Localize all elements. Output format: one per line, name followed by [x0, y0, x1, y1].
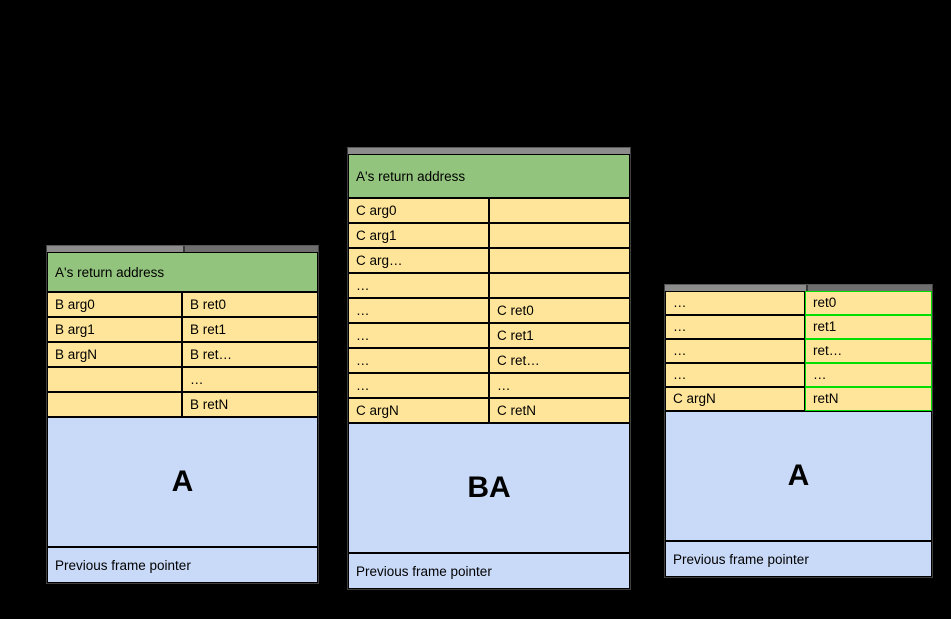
column-1-top-bar — [46, 245, 319, 252]
arg-cell: B arg1 — [47, 317, 182, 342]
column-2-frame: A's return address C arg0 C arg1 C arg… … — [347, 154, 631, 590]
table-row: C arg1 — [348, 223, 630, 248]
arg-cell: … — [665, 339, 805, 363]
ret-cell: B ret0 — [182, 292, 318, 317]
arg-cell: B arg0 — [47, 292, 182, 317]
arg-cell: C argN — [348, 398, 489, 423]
previous-frame-pointer-cell: Previous frame pointer — [665, 541, 932, 577]
arg-cell: C argN — [665, 387, 805, 411]
table-row: … ret… — [665, 339, 932, 363]
frame-body-label: A — [47, 417, 318, 547]
ret-cell — [489, 198, 630, 223]
ret-cell: B ret… — [182, 342, 318, 367]
ret-cell: retN — [804, 387, 932, 411]
ret-cell: … — [182, 367, 318, 392]
table-row: B argN B ret… — [47, 342, 318, 367]
table-row: C argN C retN — [348, 398, 630, 423]
arg-cell: … — [665, 315, 805, 339]
table-row: C arg0 — [348, 198, 630, 223]
arg-cell: … — [348, 323, 489, 348]
column-1-frame: A's return address B arg0 B ret0 B arg1 … — [46, 252, 319, 584]
stack-frame-column-1: A's return address B arg0 B ret0 B arg1 … — [46, 245, 319, 584]
ret-cell — [489, 273, 630, 298]
ret-cell: ret0 — [804, 291, 932, 315]
table-row: C argN retN — [665, 387, 932, 411]
table-row: … … — [348, 373, 630, 398]
ret-cell: … — [804, 363, 932, 387]
arg-cell: C arg1 — [348, 223, 489, 248]
arg-cell: … — [348, 273, 489, 298]
ret-cell: ret1 — [804, 315, 932, 339]
stack-frame-column-2: A's return address C arg0 C arg1 C arg… … — [347, 147, 631, 590]
table-row: C arg… — [348, 248, 630, 273]
table-row: … … — [665, 363, 932, 387]
table-row: … — [348, 273, 630, 298]
table-row: … C ret0 — [348, 298, 630, 323]
table-row: … ret0 — [665, 291, 932, 315]
table-row: … ret1 — [665, 315, 932, 339]
arg-cell — [47, 392, 182, 417]
table-row: B retN — [47, 392, 318, 417]
arg-cell: … — [348, 373, 489, 398]
frame-body-label: A — [665, 411, 932, 541]
table-row: B arg1 B ret1 — [47, 317, 318, 342]
stack-frame-column-3: … ret0 … ret1 … ret… … … C argN retN A P… — [664, 284, 933, 578]
column-2-top-bar — [347, 147, 631, 154]
ret-cell: … — [489, 373, 630, 398]
arg-cell: … — [348, 298, 489, 323]
return-address-cell: A's return address — [348, 154, 630, 198]
ret-cell: C ret… — [489, 348, 630, 373]
table-row: … C ret1 — [348, 323, 630, 348]
table-row: … C ret… — [348, 348, 630, 373]
ret-cell: B retN — [182, 392, 318, 417]
ret-cell: ret… — [804, 339, 932, 363]
previous-frame-pointer-cell: Previous frame pointer — [348, 553, 630, 589]
arg-cell: … — [665, 291, 805, 315]
column-3-top-bar — [664, 284, 933, 291]
arg-cell: … — [348, 348, 489, 373]
ret-cell — [489, 248, 630, 273]
ret-cell: C ret1 — [489, 323, 630, 348]
arg-cell: B argN — [47, 342, 182, 367]
arg-cell: C arg… — [348, 248, 489, 273]
previous-frame-pointer-cell: Previous frame pointer — [47, 547, 318, 583]
ret-cell — [489, 223, 630, 248]
ret-cell: C retN — [489, 398, 630, 423]
arg-cell: C arg0 — [348, 198, 489, 223]
ret-cell: B ret1 — [182, 317, 318, 342]
frame-body-label: BA — [348, 423, 630, 553]
column-3-frame: … ret0 … ret1 … ret… … … C argN retN A P… — [664, 291, 933, 578]
arg-cell: … — [665, 363, 805, 387]
table-row: B arg0 B ret0 — [47, 292, 318, 317]
arg-cell — [47, 367, 182, 392]
return-address-cell: A's return address — [47, 252, 318, 292]
ret-cell: C ret0 — [489, 298, 630, 323]
table-row: … — [47, 367, 318, 392]
